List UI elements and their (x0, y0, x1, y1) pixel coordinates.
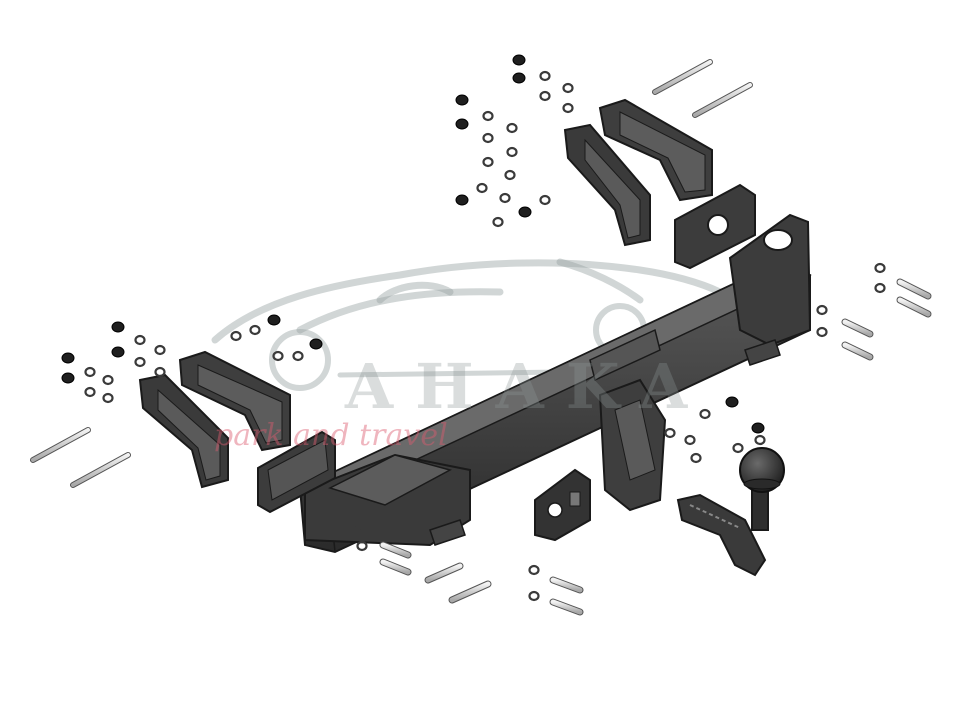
center-drop-bracket (598, 378, 667, 512)
left-mount-plate (304, 453, 471, 547)
long-bolt (652, 59, 713, 95)
short-bolts (379, 278, 932, 616)
lower-mount-plate-left (257, 430, 336, 514)
upper-bracket-right-a (598, 98, 713, 202)
nuts (61, 54, 765, 434)
watermark-brand: AHAKA (345, 350, 710, 423)
upper-bracket-right-b (563, 123, 651, 247)
watermark-tagline: park and travel (214, 418, 448, 453)
watermark-car-logo (211, 258, 724, 391)
long-bolt (692, 82, 753, 118)
long-bolt (30, 427, 91, 463)
upper-mount-plate-right (674, 183, 756, 270)
tow-ball-neck (676, 489, 769, 577)
socket-plate (534, 468, 591, 542)
washers (84, 70, 886, 602)
lower-bracket-left-a (178, 350, 291, 452)
tow-ball (739, 447, 785, 493)
long-bolt (70, 452, 131, 488)
lower-bracket-left-b (138, 373, 229, 489)
right-mount-plate (728, 213, 812, 366)
